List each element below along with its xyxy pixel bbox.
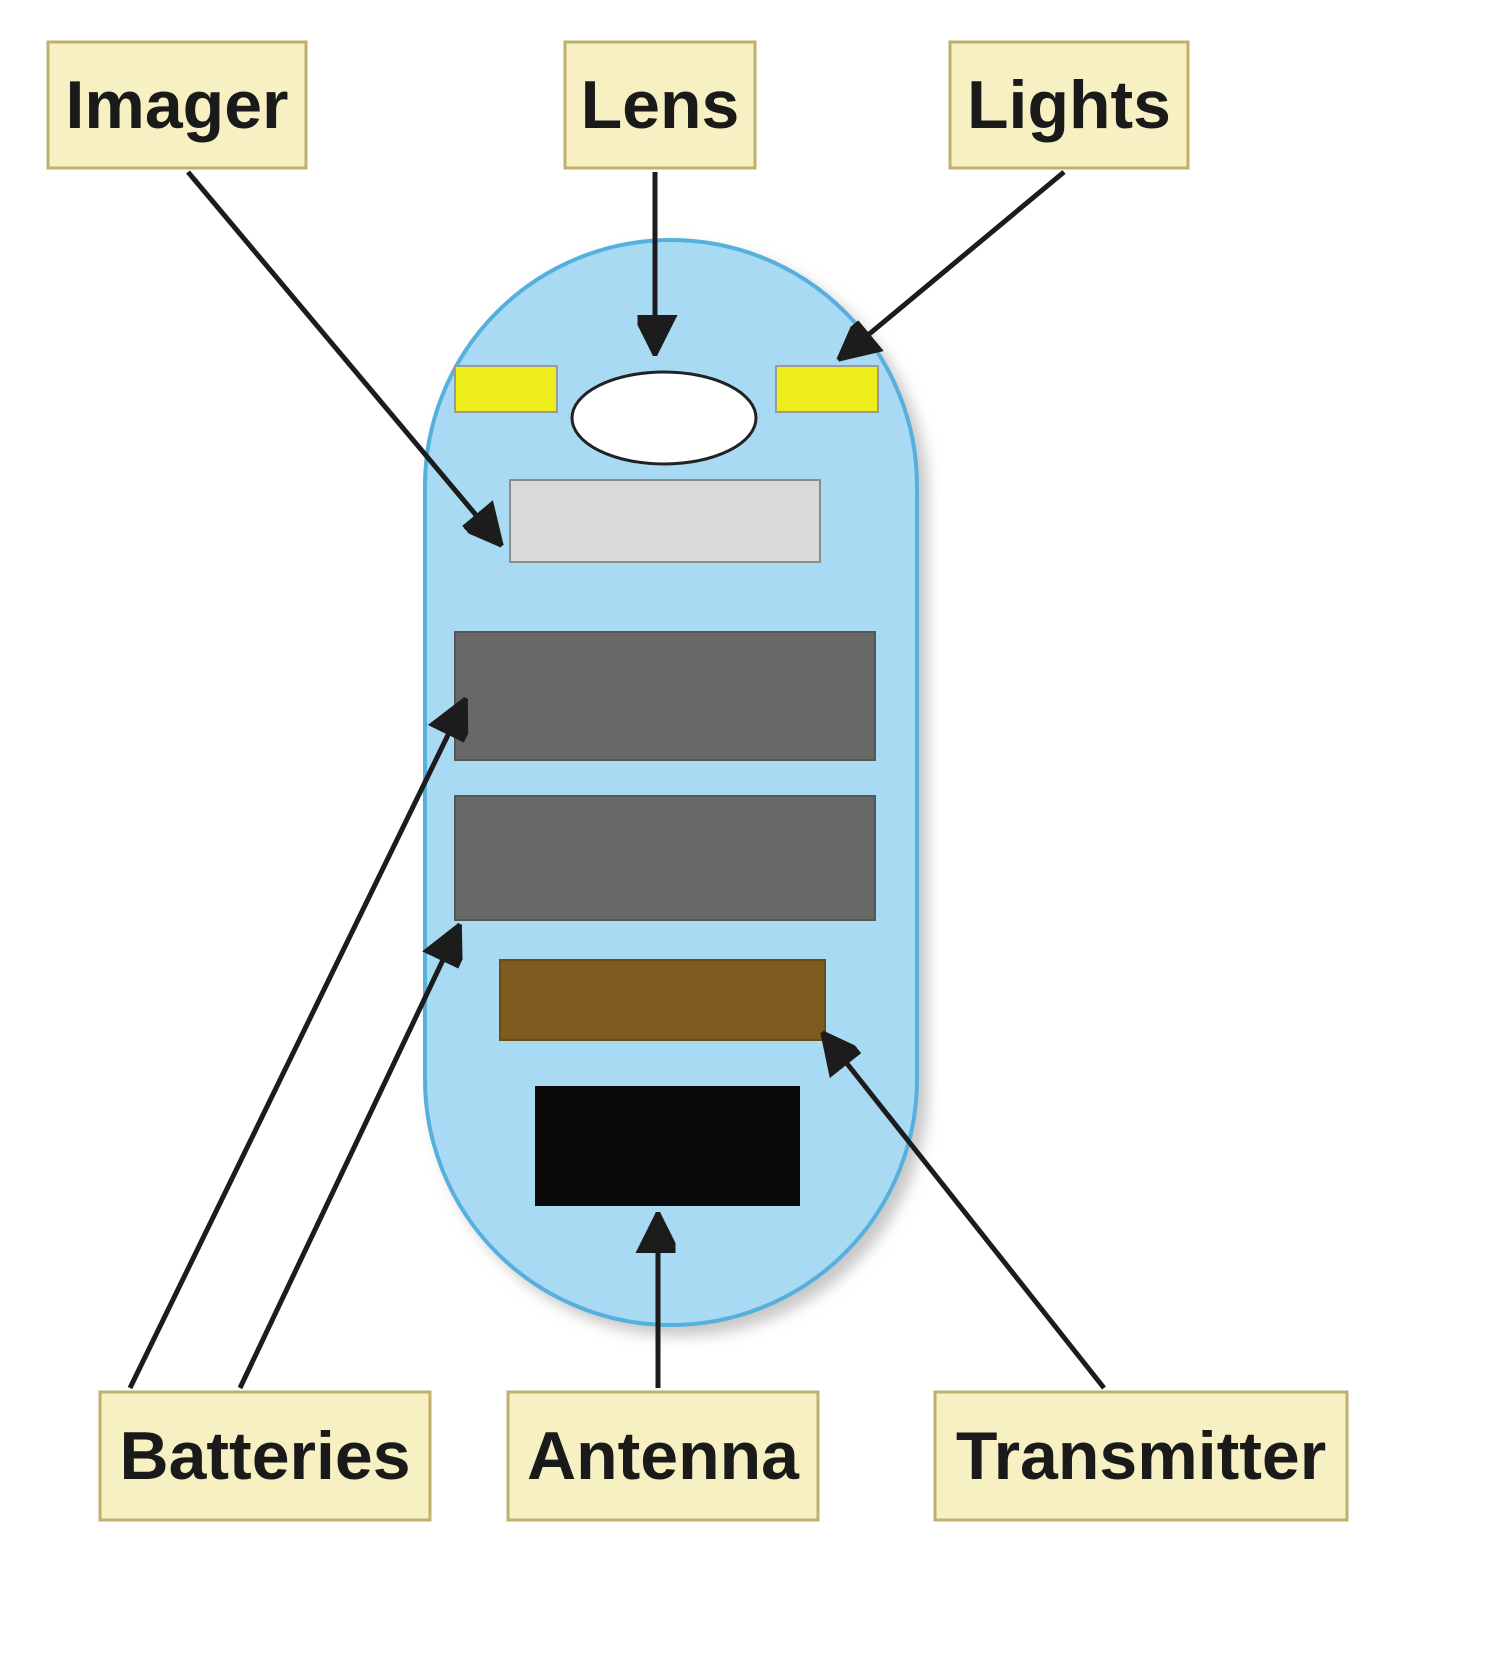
transmitter-label-box bbox=[933, 1390, 1349, 1522]
battery-2-shape bbox=[454, 795, 876, 921]
lens-label: Lens bbox=[563, 40, 757, 170]
antenna-label-text: Antenna bbox=[527, 1418, 800, 1494]
batteries-label-text: Batteries bbox=[119, 1418, 410, 1494]
batteries-label-box bbox=[98, 1390, 432, 1522]
lens-shape bbox=[570, 370, 758, 466]
lights-label-box bbox=[948, 40, 1190, 170]
lights-arrow bbox=[838, 170, 1066, 360]
imager-label: Imager bbox=[46, 40, 308, 170]
antenna-label-box bbox=[506, 1390, 820, 1522]
antenna-shape bbox=[535, 1086, 800, 1206]
lens-label-text: Lens bbox=[581, 67, 740, 143]
battery-1-shape bbox=[454, 631, 876, 761]
transmitter-label: Transmitter bbox=[933, 1390, 1349, 1522]
transmitter-label-text: Transmitter bbox=[956, 1418, 1326, 1494]
lights-label: Lights bbox=[948, 40, 1190, 170]
antenna-label: Antenna bbox=[506, 1390, 820, 1522]
lights-label-text: Lights bbox=[967, 67, 1171, 143]
batteries-label: Batteries bbox=[98, 1390, 432, 1522]
imager-label-text: Imager bbox=[66, 67, 289, 143]
light-right-shape bbox=[775, 365, 879, 413]
transmitter-arrow bbox=[822, 1032, 1106, 1390]
imager-arrow bbox=[186, 170, 502, 546]
imager-label-box bbox=[46, 40, 308, 170]
imager-shape bbox=[509, 479, 821, 563]
transmitter-shape bbox=[499, 959, 826, 1041]
batteries-arrow-2 bbox=[237, 924, 460, 1390]
lens-label-box bbox=[563, 40, 757, 170]
light-left-shape bbox=[454, 365, 558, 413]
batteries-arrow-1 bbox=[127, 698, 466, 1390]
